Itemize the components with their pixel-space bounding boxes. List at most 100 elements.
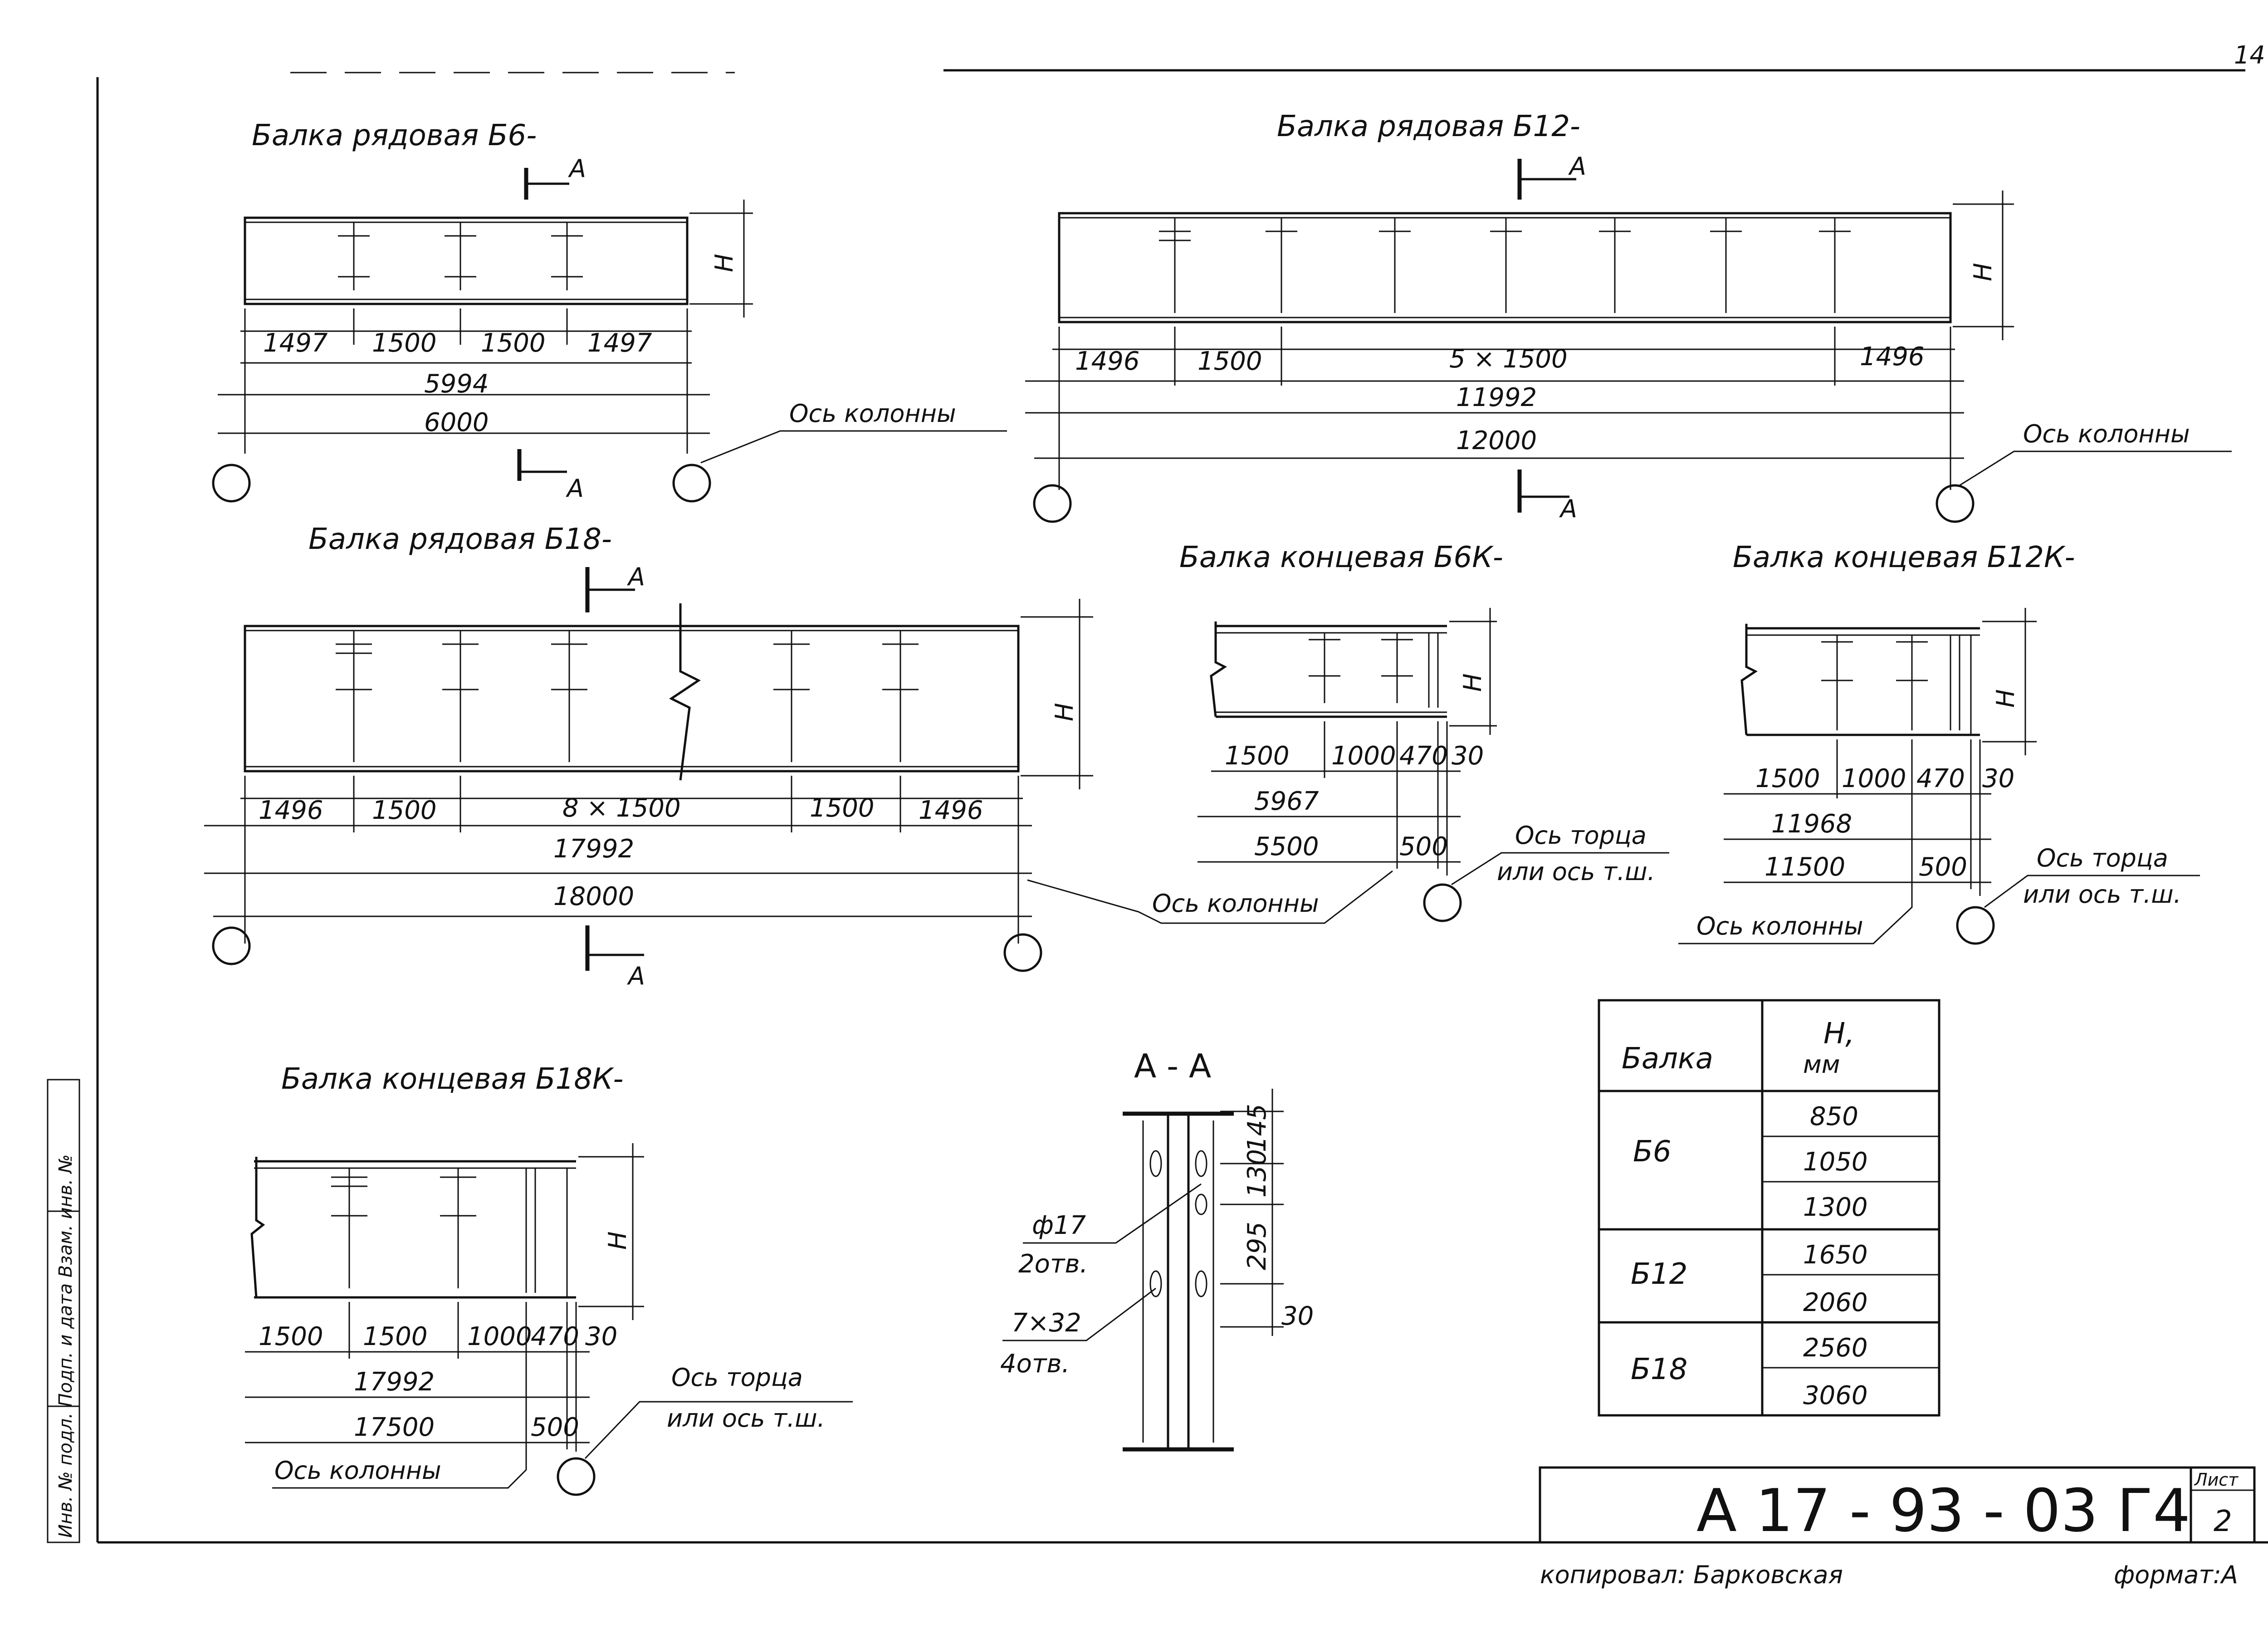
table-col-beam: Балка: [1622, 1042, 1713, 1076]
beam-b6k-axis-end2: или ось т.ш.: [1497, 857, 1655, 886]
beam-b12k-total: 11500: [1765, 852, 1845, 882]
beam-b18k-axis-end: Ось торца: [671, 1363, 803, 1392]
beam-b6-section-mark-bottom: А: [566, 474, 584, 503]
section-aa-dim-30: 30: [1281, 1301, 1314, 1331]
beam-b18-total-inner: 17992: [553, 834, 634, 864]
beam-b12k-dim-1: 1500: [1755, 764, 1820, 793]
beam-b12-h-label: Н: [1969, 263, 1997, 281]
section-aa-hole1-count: 2отв.: [1018, 1249, 1088, 1279]
corner-mark: 14: [2234, 41, 2265, 69]
beam-b18k-axis-end2: или ось т.ш.: [667, 1404, 825, 1433]
table-col-unit: мм: [1803, 1050, 1840, 1079]
beam-b18-dim-2: 1500: [372, 796, 437, 825]
beam-b6-axis-label: Ось колонны: [789, 399, 956, 428]
doc-code: А 17 - 93 - 03 Г4: [1696, 1476, 2190, 1545]
beam-b12k-total-inner: 11968: [1771, 809, 1852, 839]
beam-b6k-dim-2: 1000: [1331, 741, 1396, 771]
section-aa-title: А - А: [1134, 1047, 1211, 1085]
beam-b12-dim-1: 1496: [1075, 347, 1140, 376]
beam-b12-title: Балка рядовая Б12-: [1277, 110, 1580, 143]
section-aa-hole1: ф17: [1032, 1211, 1086, 1240]
beam-b18-dim-4: 1500: [810, 793, 875, 823]
copied-by: копировал: Барковская: [1540, 1561, 1843, 1589]
beam-b18-dim-3: 8 × 1500: [562, 793, 681, 823]
beam-b18-axis-label: Ось колонны: [1152, 889, 1319, 918]
beam-b6k-total: 5500: [1254, 832, 1319, 861]
section-aa-dim-295: 295: [1242, 1222, 1272, 1270]
table-beam-b12: Б12: [1631, 1257, 1687, 1291]
beam-b18-title: Балка рядовая Б18-: [308, 523, 612, 556]
beam-b18k-dim-4: 470: [531, 1322, 579, 1351]
beam-b6k-axis-end: Ось торца: [1515, 821, 1647, 850]
section-aa-dim-145: 145: [1242, 1104, 1272, 1152]
beam-b18-dim-5: 1496: [919, 796, 983, 825]
section-aa-hole2-count: 4отв.: [1000, 1349, 1070, 1379]
beam-b12k-dim-2: 1000: [1842, 764, 1906, 793]
table-b18-h-2: 3060: [1803, 1381, 1868, 1410]
beam-b6k-end-dim: 500: [1399, 832, 1448, 861]
beam-b6k-dim-1: 1500: [1225, 741, 1290, 771]
beam-b18k-total-inner: 17992: [354, 1367, 435, 1397]
beam-b18-dim-1: 1496: [259, 796, 323, 825]
beam-b6-dim-2: 1500: [372, 328, 437, 358]
beam-b12k-end-dim: 500: [1919, 852, 1967, 882]
beam-b18k-dim-2: 1500: [363, 1322, 428, 1351]
beam-b12-section-mark-top: А: [1568, 152, 1586, 181]
beam-b6k-dim-4: 30: [1452, 741, 1484, 771]
beam-b12k-dim-3: 470: [1916, 764, 1965, 793]
beam-b12-axis-label: Ось колонны: [2023, 420, 2190, 448]
section-aa-dim-130: 130: [1242, 1149, 1272, 1198]
table-col-h: Н,: [1823, 1017, 1854, 1051]
table-b6-h-1: 850: [1810, 1102, 1858, 1131]
beam-b12k-h-label: Н: [1991, 689, 2020, 708]
beam-b12-total: 12000: [1456, 426, 1537, 455]
beam-b12k-drawing: Балка концевая Б12К- Н 1500 1000 470 30 …: [1678, 541, 2200, 945]
beam-b12-section-mark-bottom: А: [1559, 494, 1577, 523]
beam-b6-dim-3: 1500: [481, 328, 546, 358]
beam-b6-total-inner: 5994: [424, 369, 489, 399]
beam-b18k-title: Балка концевая Б18К-: [281, 1062, 624, 1096]
beam-b18k-axis-label: Ось колонны: [274, 1456, 441, 1485]
beam-b6-title: Балка рядовая Б6-: [252, 119, 537, 152]
sheet-number: 2: [2214, 1505, 2232, 1538]
height-table: Балка Н, мм Б6 850 1050 1300 Б12 1650 20…: [1598, 999, 1941, 1417]
beam-b12-dim-3: 5 × 1500: [1449, 344, 1568, 374]
beam-b18-total: 18000: [553, 882, 634, 911]
beam-b12k-title: Балка концевая Б12К-: [1733, 541, 2075, 574]
beam-b6-dim-4: 1497: [587, 328, 652, 358]
beam-b6-total: 6000: [424, 408, 489, 437]
sheet-label: Лист: [2194, 1470, 2239, 1490]
title-block: А 17 - 93 - 03 Г4 Лист 2 копировал: Барк…: [1539, 1466, 2256, 1589]
beam-b6-section-mark-top: А: [568, 154, 586, 183]
beam-b12k-axis-label: Ось колонны: [1696, 912, 1863, 940]
beam-b18k-dim-5: 30: [585, 1322, 617, 1351]
table-b6-h-2: 1050: [1803, 1147, 1868, 1177]
beam-b12k-axis-end: Ось торца: [2037, 844, 2168, 872]
section-aa-hole2: 7×32: [1012, 1308, 1081, 1338]
table-b12-h-2: 2060: [1803, 1288, 1868, 1317]
beam-b18k-h-label: Н: [603, 1231, 632, 1250]
table-beam-b18: Б18: [1631, 1353, 1687, 1386]
beam-b18-section-mark-top: А: [627, 563, 645, 591]
beam-b6-dim-1: 1497: [263, 328, 328, 358]
beam-b6-drawing: Балка рядовая Б6- А Н 1497 1500 1500 149…: [212, 119, 1007, 503]
beam-b12-dim-2: 1500: [1198, 347, 1262, 376]
beam-b18k-end-dim: 500: [531, 1413, 579, 1442]
table-b6-h-3: 1300: [1803, 1193, 1868, 1222]
beam-b18-drawing: Балка рядовая Б18- А Н 1496 1500 8 × 15: [204, 523, 1393, 990]
beam-b12-drawing: Балка рядовая Б12- А Н 1496 1500: [1025, 110, 2232, 523]
format-label: формат:А: [2114, 1561, 2238, 1589]
beam-b12-total-inner: 11992: [1456, 383, 1537, 412]
beam-b6k-total-inner: 5967: [1254, 787, 1319, 816]
section-aa-drawing: А - А 145 130 295 30 ф17 2отв. 7×32 4отв…: [1000, 1047, 1314, 1452]
beam-b6k-h-label: Н: [1458, 673, 1487, 692]
beam-b12k-axis-end2: или ось т.ш.: [2023, 880, 2181, 909]
beam-b12-dim-4: 1496: [1860, 342, 1925, 372]
beam-b18-section-mark-bottom: А: [627, 962, 645, 990]
beam-b18k-dim-1: 1500: [259, 1322, 323, 1351]
beam-b18k-drawing: Балка концевая Б18К- Н 1500 1500 1000 47…: [245, 1062, 853, 1496]
beam-b18k-total: 17500: [354, 1413, 435, 1442]
beam-b6k-title: Балка концевая Б6К-: [1179, 541, 1503, 574]
beam-b6k-drawing: Балка концевая Б6К- Н 1500 1000 470 30 5…: [1179, 541, 1669, 922]
